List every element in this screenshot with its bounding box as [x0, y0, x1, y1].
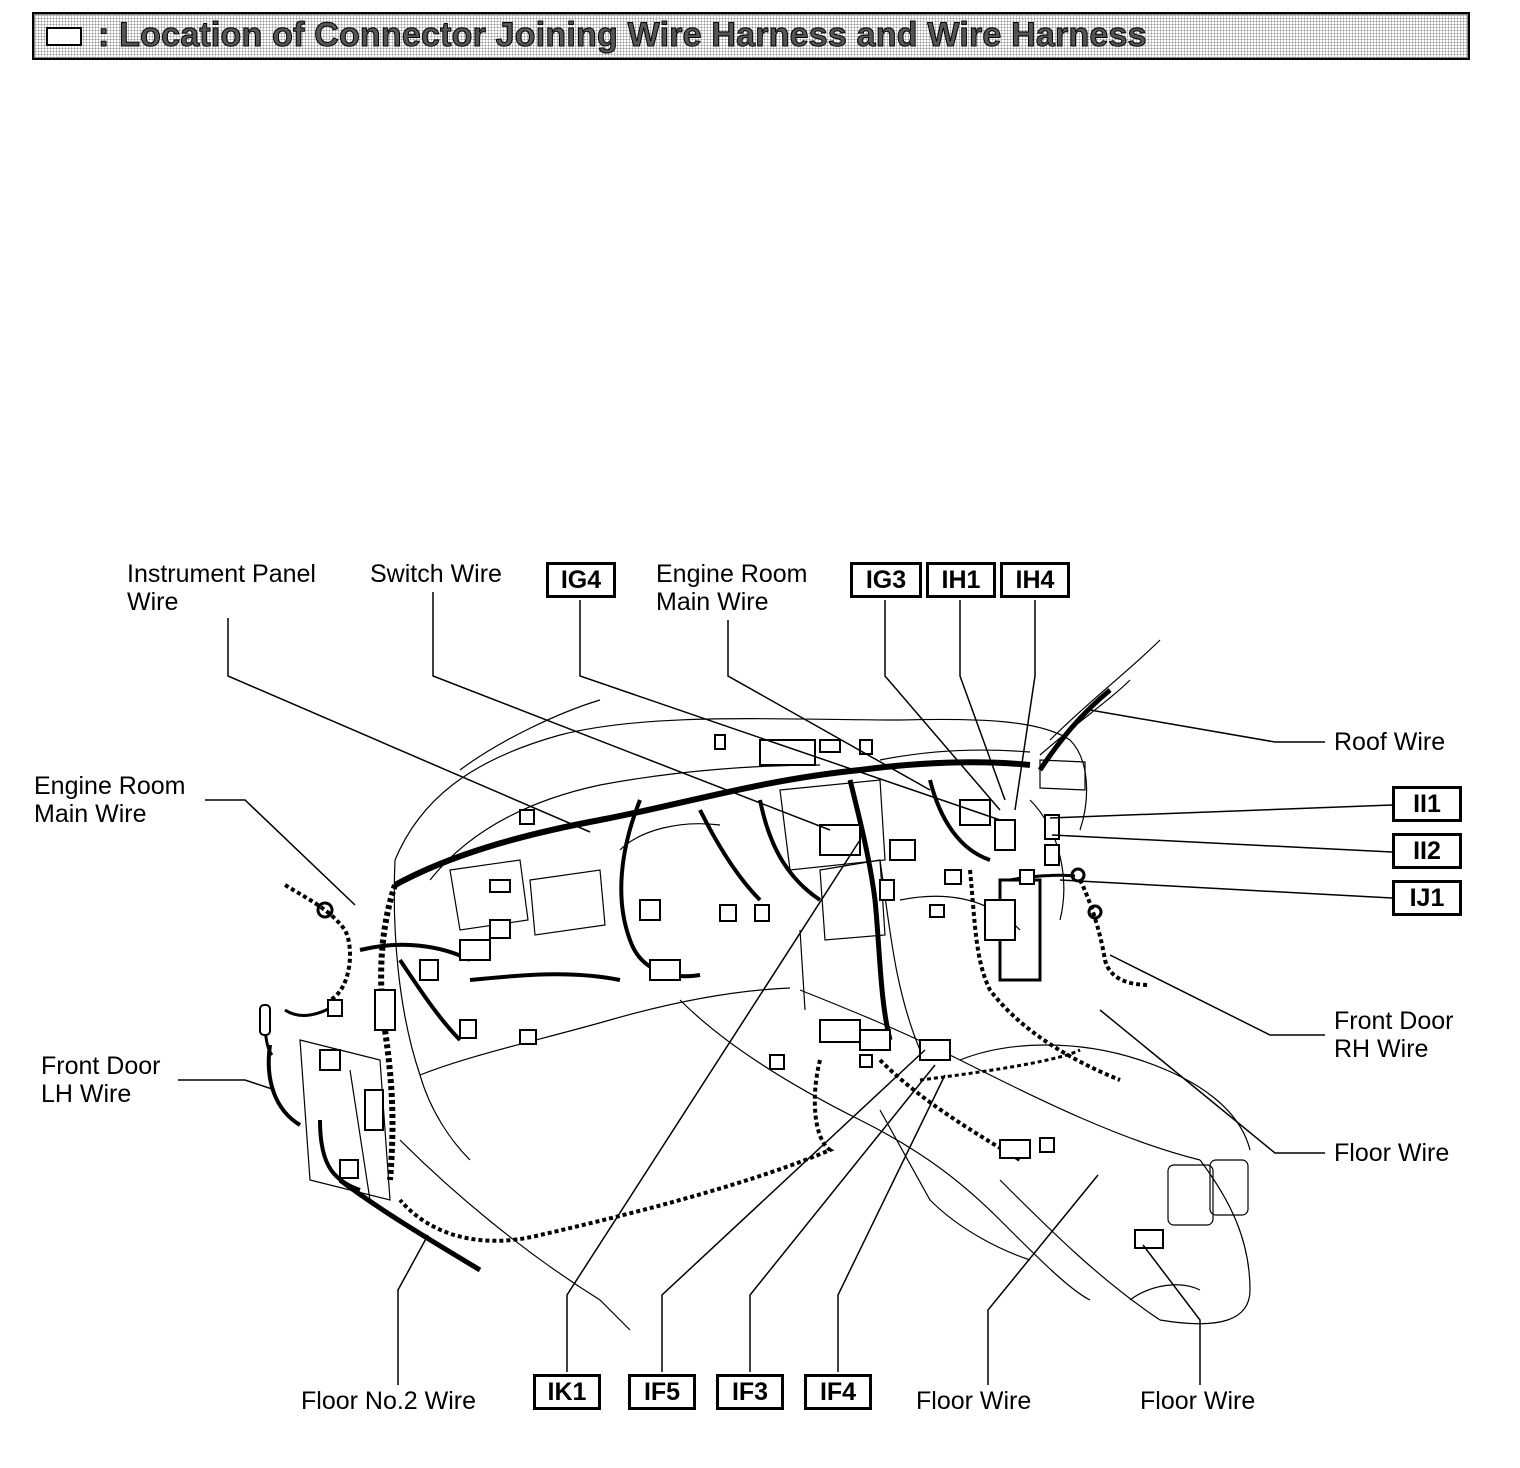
connector-code-if4: IF4	[804, 1374, 872, 1410]
title-banner: : Location of Connector Joining Wire Har…	[32, 12, 1470, 60]
label-floor-wire-bottom-2: Floor Wire	[1140, 1387, 1256, 1415]
connector-code-ig4: IG4	[546, 562, 616, 598]
connector-code-ij1: IJ1	[1392, 880, 1462, 916]
label-instrument-panel-wire: Instrument Panel Wire	[127, 560, 316, 616]
page-title: : Location of Connector Joining Wire Har…	[98, 16, 1148, 55]
connector-code-ih1: IH1	[926, 562, 996, 598]
label-front-door-lh-wire: Front Door LH Wire	[41, 1052, 161, 1108]
label-roof-wire: Roof Wire	[1334, 728, 1446, 756]
wire-harness-bundles	[263, 688, 1151, 1273]
label-engine-room-main-wire-left: Engine Room Main Wire	[34, 772, 186, 828]
leader-lines	[178, 592, 1393, 1385]
title-banner-inner	[34, 14, 1468, 58]
label-floor-wire-bottom-1: Floor Wire	[916, 1387, 1032, 1415]
label-floor-wire-right: Floor Wire	[1334, 1139, 1450, 1167]
connector-code-ik1: IK1	[533, 1374, 601, 1410]
connector-blocks	[259, 734, 1164, 1249]
label-front-door-rh-wire: Front Door RH Wire	[1334, 1007, 1454, 1063]
connector-code-ii1: II1	[1392, 786, 1462, 822]
connector-code-ih4: IH4	[1000, 562, 1070, 598]
vehicle-outline	[299, 639, 1251, 1331]
connector-code-if3: IF3	[716, 1374, 784, 1410]
connector-code-ii2: II2	[1392, 833, 1462, 869]
label-floor-no2-wire: Floor No.2 Wire	[301, 1387, 477, 1415]
connector-legend-box-icon	[46, 27, 82, 46]
label-switch-wire: Switch Wire	[370, 560, 502, 588]
connector-code-if5: IF5	[628, 1374, 696, 1410]
connector-code-ig3: IG3	[850, 562, 922, 598]
label-engine-room-main-wire-top: Engine Room Main Wire	[656, 560, 808, 616]
